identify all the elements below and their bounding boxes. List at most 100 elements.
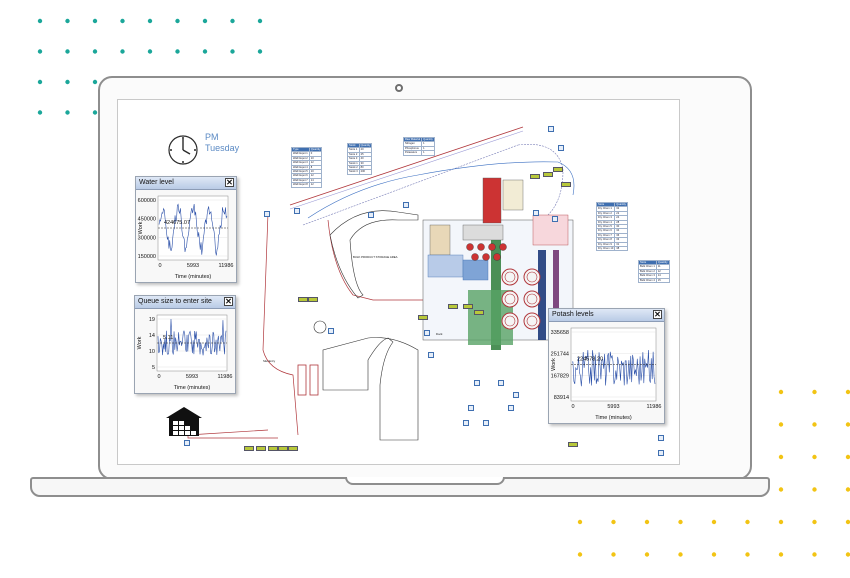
silo-inner (526, 315, 538, 327)
site-node-icon[interactable] (658, 435, 664, 441)
teal-dot (147, 49, 153, 54)
mean-annotation: 5.11 (163, 335, 173, 341)
site-node-icon[interactable] (483, 420, 489, 426)
truck-icon (530, 174, 540, 179)
teal-dot (92, 18, 98, 24)
y-tick-label: 5 (152, 365, 155, 371)
x-tick-label: 11986 (219, 263, 234, 269)
site-node-icon[interactable] (184, 440, 190, 446)
site-node-icon[interactable] (513, 392, 519, 398)
site-node-icon[interactable] (328, 328, 334, 334)
silo-tank (523, 268, 541, 286)
teal-dot (175, 18, 180, 24)
y-tick-label: 150000 (138, 254, 156, 260)
site-node-icon[interactable] (533, 210, 539, 216)
site-node-icon[interactable] (424, 330, 430, 336)
clock-period: PM (205, 132, 219, 142)
mean-annotation: 224578.20 (577, 357, 603, 363)
potash-levels-close-button[interactable]: ✕ (653, 310, 662, 319)
site-node-icon[interactable] (403, 202, 409, 208)
site-node-icon[interactable] (658, 450, 664, 456)
site-node-icon[interactable] (498, 380, 504, 386)
mean-annotation: 424675.07 (164, 220, 190, 226)
y-axis-label: Work (137, 336, 143, 349)
site-node-icon[interactable] (508, 405, 514, 411)
table-cell: Stock 1 (347, 160, 360, 167)
pump-icon (466, 243, 474, 251)
road (262, 212, 299, 436)
teal-dot (37, 18, 43, 24)
process-unit (482, 177, 502, 224)
table-cell: 38 (614, 246, 628, 252)
truck-icon (298, 297, 308, 302)
x-tick-label: 0 (158, 263, 161, 269)
teal-dot (257, 49, 263, 54)
rail-line (302, 144, 519, 226)
truck-icon (448, 304, 458, 309)
site-node-icon[interactable] (474, 380, 480, 386)
x-tick-label: 11986 (647, 404, 662, 410)
conveyor (553, 250, 559, 345)
x-tick-label: 5993 (187, 263, 199, 269)
truck-icon (278, 446, 288, 451)
table-cell: 1 (421, 150, 435, 156)
silo-tank (501, 268, 519, 286)
yellow-dot (745, 519, 750, 525)
site-node-icon[interactable] (428, 352, 434, 358)
site-node-icon[interactable] (294, 208, 300, 214)
yellow-dot (845, 454, 850, 460)
table-cell: Bulk Chem 1 (638, 264, 657, 270)
teal-dot (65, 49, 70, 54)
y-tick-label: 10 (149, 349, 155, 355)
clock-day: Tuesday (205, 143, 240, 153)
rail-line (289, 126, 524, 206)
teal-dot (37, 110, 43, 115)
x-axis-label: Time (minutes) (175, 274, 212, 280)
process-unit (502, 179, 524, 211)
site-node-icon[interactable] (548, 126, 554, 132)
x-tick-label: 5993 (186, 374, 198, 380)
site-node-icon[interactable] (558, 145, 564, 151)
yellow-dot (845, 552, 850, 557)
site-node-icon[interactable] (368, 212, 374, 218)
site-node-icon[interactable] (264, 211, 270, 217)
site-node-icon[interactable] (463, 420, 469, 426)
table-cell: Dry Chem 10 (595, 246, 616, 252)
teal-dot (92, 110, 98, 115)
site-node-icon[interactable] (552, 216, 558, 222)
y-tick-label: 300000 (138, 235, 156, 241)
yellow-dot (778, 519, 784, 525)
teal-dot (202, 18, 208, 24)
roundabout (313, 320, 327, 334)
yellow-dot (745, 552, 750, 557)
queue-size-close-button[interactable]: ✕ (224, 297, 233, 306)
table-cell: Potassium (402, 150, 423, 156)
pump-icon (482, 253, 490, 261)
teal-dot (37, 49, 43, 54)
x-tick-label: 0 (157, 374, 160, 380)
yellow-dot (577, 519, 583, 525)
y-tick-label: 14 (149, 333, 155, 339)
site-node-icon[interactable] (468, 405, 474, 411)
y-tick-label: 19 (149, 317, 155, 323)
silo-group (501, 268, 541, 330)
table-cell: Dry Chem 9 (595, 241, 616, 248)
water-level-close-button[interactable]: ✕ (225, 178, 234, 187)
rail-curve (517, 144, 564, 216)
yellow-dot (678, 519, 683, 525)
x-axis-label: Time (minutes) (174, 385, 211, 391)
silo-tank (501, 290, 519, 308)
table-cell: Wall Depot 6 (291, 173, 310, 179)
teal-dot (92, 79, 98, 85)
